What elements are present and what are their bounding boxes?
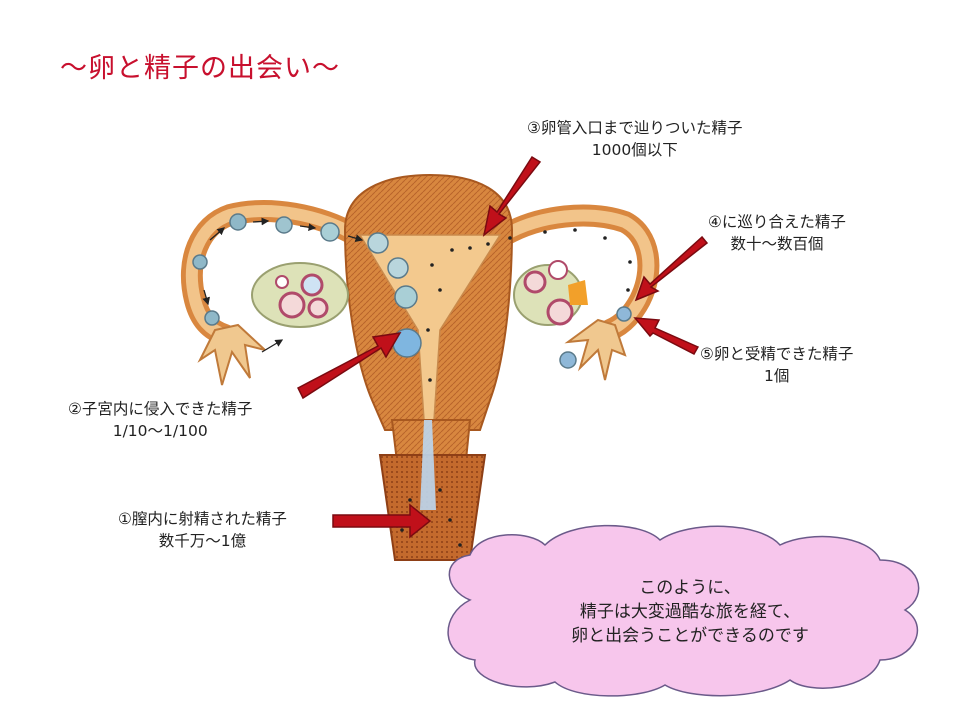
- label-stage-2: ②子宮内に侵入できた精子 1/10～1/100: [68, 398, 252, 442]
- label-stage-1-line2: 数千万～1億: [158, 532, 247, 550]
- arrow-1: [332, 503, 432, 539]
- label-stage-5-line1: ⑤卵と受精できた精子: [700, 345, 854, 363]
- label-stage-3: ③卵管入口まで辿りついた精子 1000個以下: [527, 117, 743, 161]
- label-stage-2-line1: ②子宮内に侵入できた精子: [68, 400, 253, 418]
- arrow-4: [634, 235, 709, 302]
- page-title: ～卵と精子の出会い～: [60, 53, 340, 84]
- label-stage-5-line2: 1個: [764, 367, 790, 385]
- label-stage-2-line2: 1/10～1/100: [112, 422, 208, 440]
- cloud-line-1: このように、: [639, 578, 741, 598]
- label-stage-4-line1: ④に巡り合えた精子: [708, 213, 846, 231]
- cloud-line-2: 精子は大変過酷な旅を経て、: [579, 602, 801, 622]
- cloud-line-3: 卵と出会うことができるのです: [571, 626, 809, 646]
- egg-path-arrows: [202, 217, 364, 353]
- embryo-stages: [192, 213, 632, 369]
- label-stage-1: ①膣内に射精された精子 数千万～1億: [118, 508, 287, 552]
- label-stage-3-line2: 1000個以下: [591, 141, 678, 159]
- label-stage-3-line1: ③卵管入口まで辿りついた精子: [527, 119, 743, 137]
- arrow-2: [297, 332, 402, 400]
- left-fimbriae: [197, 323, 266, 386]
- sperm-dots: [400, 228, 632, 547]
- pointer-arrows: [297, 155, 709, 539]
- label-stage-4-line2: 数十～数百個: [730, 235, 824, 253]
- arrow-5: [633, 317, 700, 355]
- label-stage-4: ④に巡り合えた精子 数十～数百個: [708, 211, 846, 255]
- cloud-message: このように、 精子は大変過酷な旅を経て、 卵と出会うことができるのです: [470, 576, 910, 648]
- label-stage-1-line1: ①膣内に射精された精子: [118, 510, 287, 528]
- arrow-3: [482, 155, 542, 237]
- label-stage-5: ⑤卵と受精できた精子 1個: [700, 343, 853, 387]
- right-fimbriae: [564, 318, 627, 381]
- cloud-bubble: [447, 524, 920, 697]
